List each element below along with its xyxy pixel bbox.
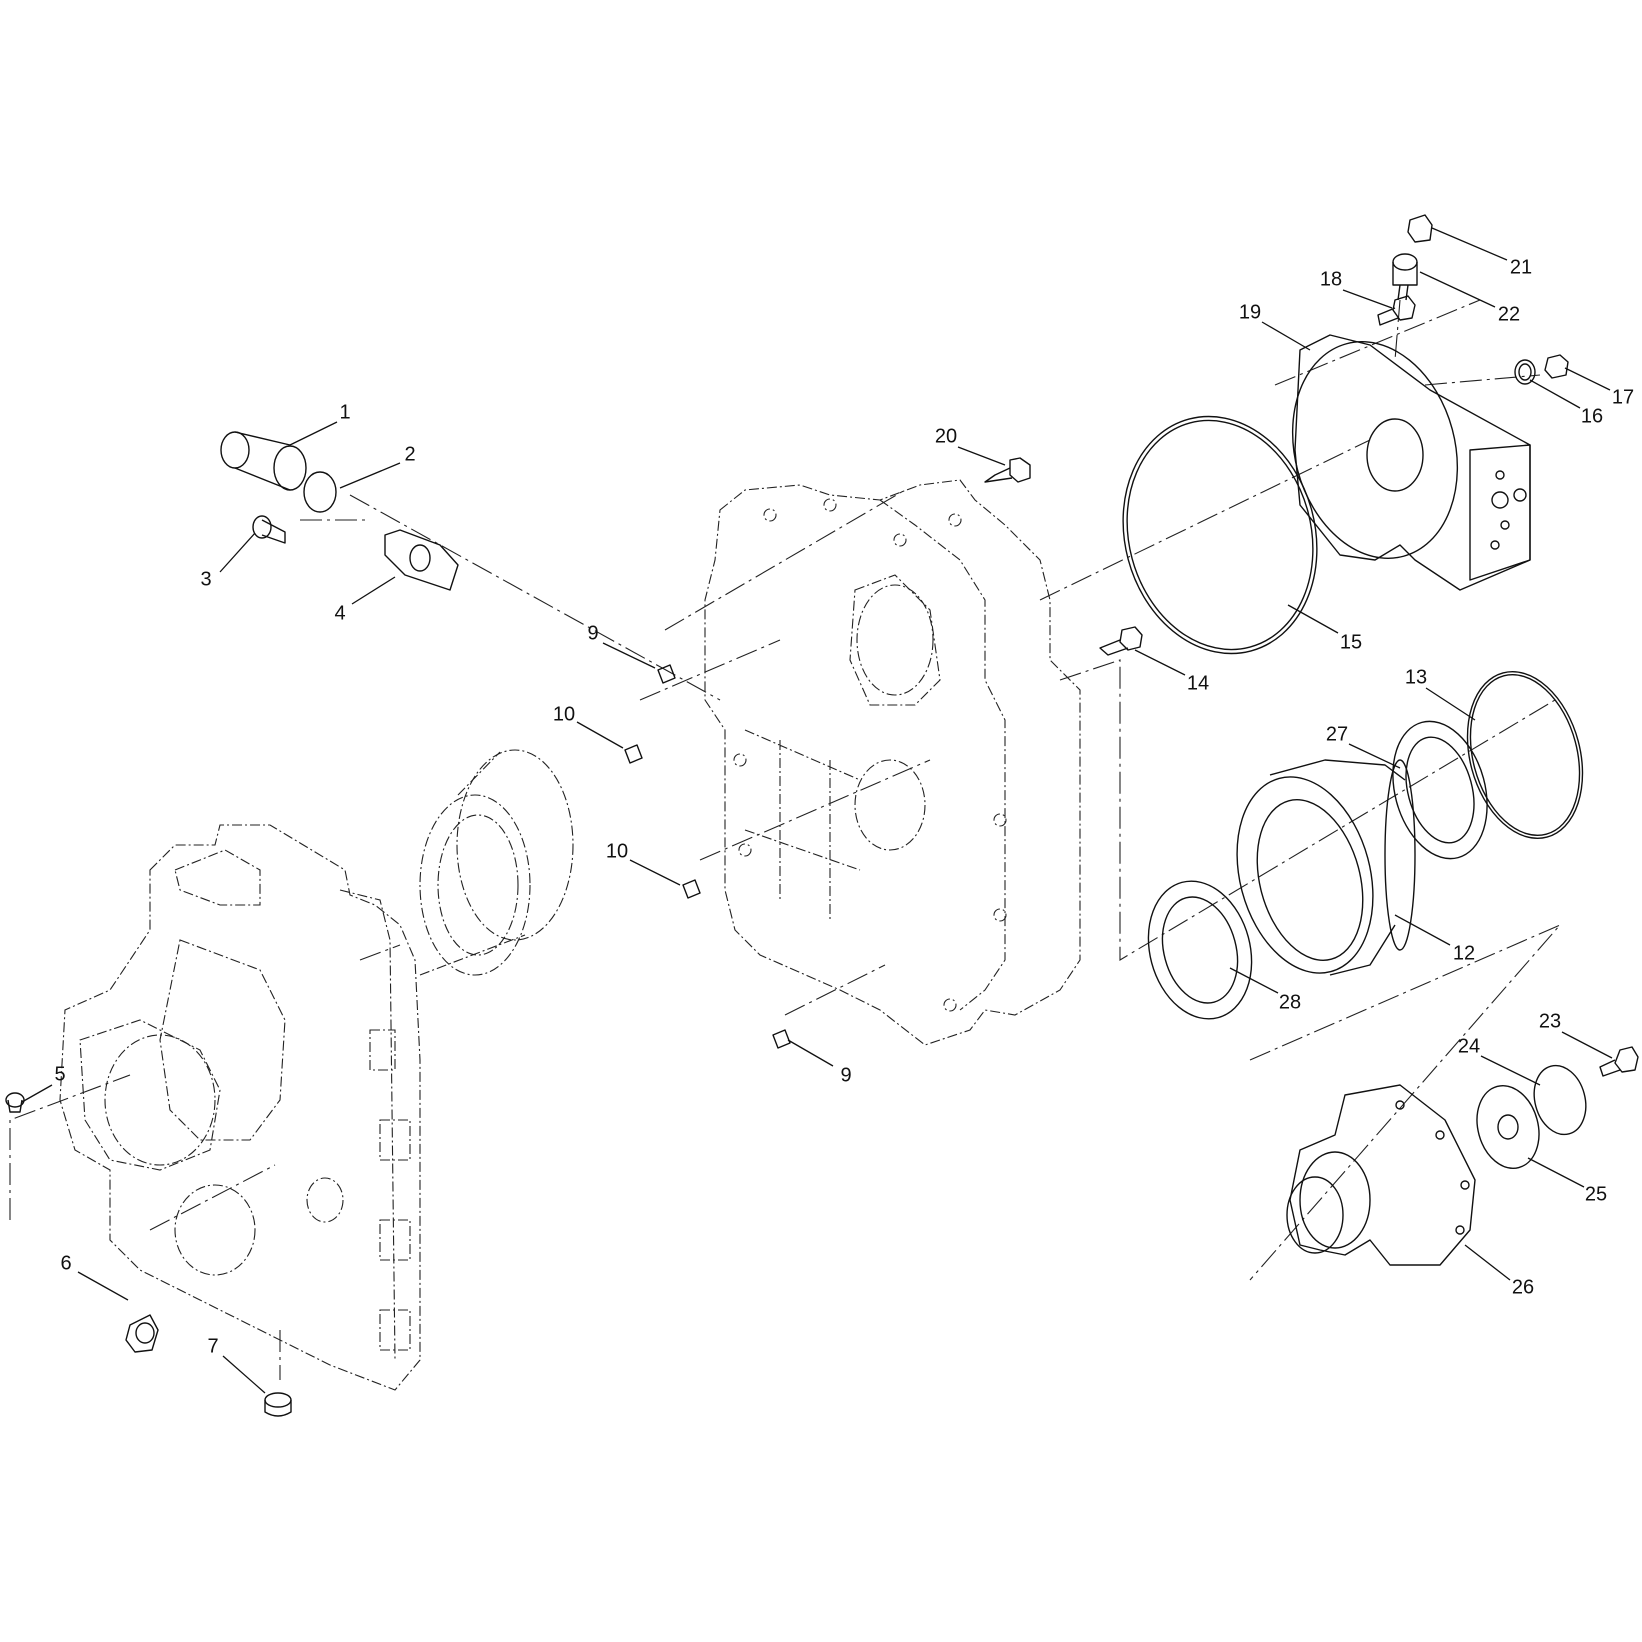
part-24-o-ring (1533, 1064, 1587, 1136)
part-28-seal (1147, 880, 1253, 1020)
leader-line-10a (576, 721, 624, 749)
callout-12: 12 (1453, 942, 1475, 964)
part-15-gasket (1122, 415, 1318, 655)
callout-9-lower: 9 (840, 1064, 851, 1086)
part-22-fitting (1392, 253, 1418, 301)
leader-line-25 (1527, 1157, 1585, 1188)
leader-line-20 (957, 446, 1006, 466)
part-19-cover-housing (1291, 334, 1531, 591)
part-12-carrier (1236, 759, 1416, 976)
center-housing-phantom (704, 479, 1081, 1046)
part-18-bolt (1377, 295, 1416, 326)
part-1-sleeve (220, 431, 307, 491)
leader-line-13 (1425, 687, 1476, 721)
part-21-fitting (1407, 214, 1433, 243)
leader-lines (21, 227, 1613, 1394)
leader-line-1 (289, 421, 338, 446)
leader-line-24 (1480, 1055, 1541, 1086)
callout-9-upper: 9 (587, 622, 598, 644)
callout-20: 20 (935, 425, 957, 447)
axis-lines (9, 299, 1561, 1380)
callout-18: 18 (1320, 268, 1342, 290)
part-4-flange (384, 529, 459, 591)
leader-line-18 (1342, 289, 1393, 309)
callout-23: 23 (1539, 1010, 1561, 1032)
leader-line-15 (1287, 604, 1339, 634)
callout-3: 3 (200, 568, 211, 590)
part-10-dowel-upper (624, 744, 643, 764)
part-3-screw (252, 515, 286, 544)
callout-14: 14 (1187, 672, 1209, 694)
part-23-bolt (1599, 1046, 1639, 1077)
callout-17: 17 (1612, 386, 1634, 408)
callout-2: 2 (404, 443, 415, 465)
left-housing-phantom (59, 824, 421, 1391)
leader-line-28 (1229, 967, 1279, 994)
leader-line-4 (351, 576, 396, 605)
part-26-yoke (1286, 1084, 1476, 1266)
leader-line-17 (1564, 367, 1611, 391)
leader-line-23 (1561, 1031, 1613, 1059)
leader-line-5 (21, 1084, 53, 1103)
leader-line-7 (222, 1355, 266, 1394)
part-10-dowel-lower (682, 879, 701, 899)
callout-28: 28 (1279, 991, 1301, 1013)
part-16-washer (1514, 359, 1536, 385)
callout-1: 1 (339, 401, 350, 423)
part-27-seal (1392, 720, 1488, 860)
part-14-bolt (1099, 626, 1143, 656)
part-17-plug (1544, 354, 1569, 379)
part-20-bolt (984, 457, 1031, 483)
leader-line-9b (787, 1039, 834, 1067)
leader-line-21 (1431, 227, 1508, 261)
callout-5: 5 (54, 1063, 65, 1085)
ring-gear-phantom (419, 749, 574, 976)
leader-line-27 (1348, 743, 1401, 769)
callout-4: 4 (334, 602, 345, 624)
callout-27: 27 (1326, 723, 1348, 745)
callout-24: 24 (1458, 1035, 1480, 1057)
callout-6: 6 (60, 1252, 71, 1274)
callout-21: 21 (1510, 256, 1532, 278)
leader-line-12 (1394, 914, 1451, 946)
leader-line-16 (1529, 379, 1581, 409)
part-7-plug (264, 1392, 292, 1417)
callout-13: 13 (1405, 666, 1427, 688)
part-13-o-ring (1466, 670, 1584, 840)
leader-line-19 (1261, 321, 1311, 351)
part-5-plug (5, 1092, 25, 1113)
callout-labels: 1 2 3 4 5 6 7 9 9 10 10 12 13 14 15 16 1… (54, 256, 1634, 1357)
callout-15: 15 (1340, 631, 1362, 653)
callout-16: 16 (1581, 405, 1603, 427)
callout-10-lower: 10 (606, 840, 628, 862)
leader-line-10b (629, 859, 681, 886)
callout-25: 25 (1585, 1183, 1607, 1205)
leader-line-26 (1464, 1244, 1511, 1281)
leader-line-22 (1419, 271, 1496, 308)
part-25-washer (1476, 1084, 1540, 1170)
leader-line-9a (602, 642, 656, 669)
callout-26: 26 (1512, 1276, 1534, 1298)
part-9-dowel-lower (772, 1029, 791, 1049)
callout-22: 22 (1498, 303, 1520, 325)
leader-line-14 (1134, 649, 1186, 676)
callout-19: 19 (1239, 301, 1261, 323)
leader-line-3 (219, 532, 256, 573)
callout-7: 7 (207, 1335, 218, 1357)
leader-line-6 (77, 1271, 129, 1301)
callout-10-upper: 10 (553, 703, 575, 725)
part-9-dowel-upper (657, 664, 676, 684)
part-6-plug (125, 1314, 159, 1353)
leader-line-2 (339, 462, 401, 489)
part-2-o-ring (303, 471, 337, 513)
